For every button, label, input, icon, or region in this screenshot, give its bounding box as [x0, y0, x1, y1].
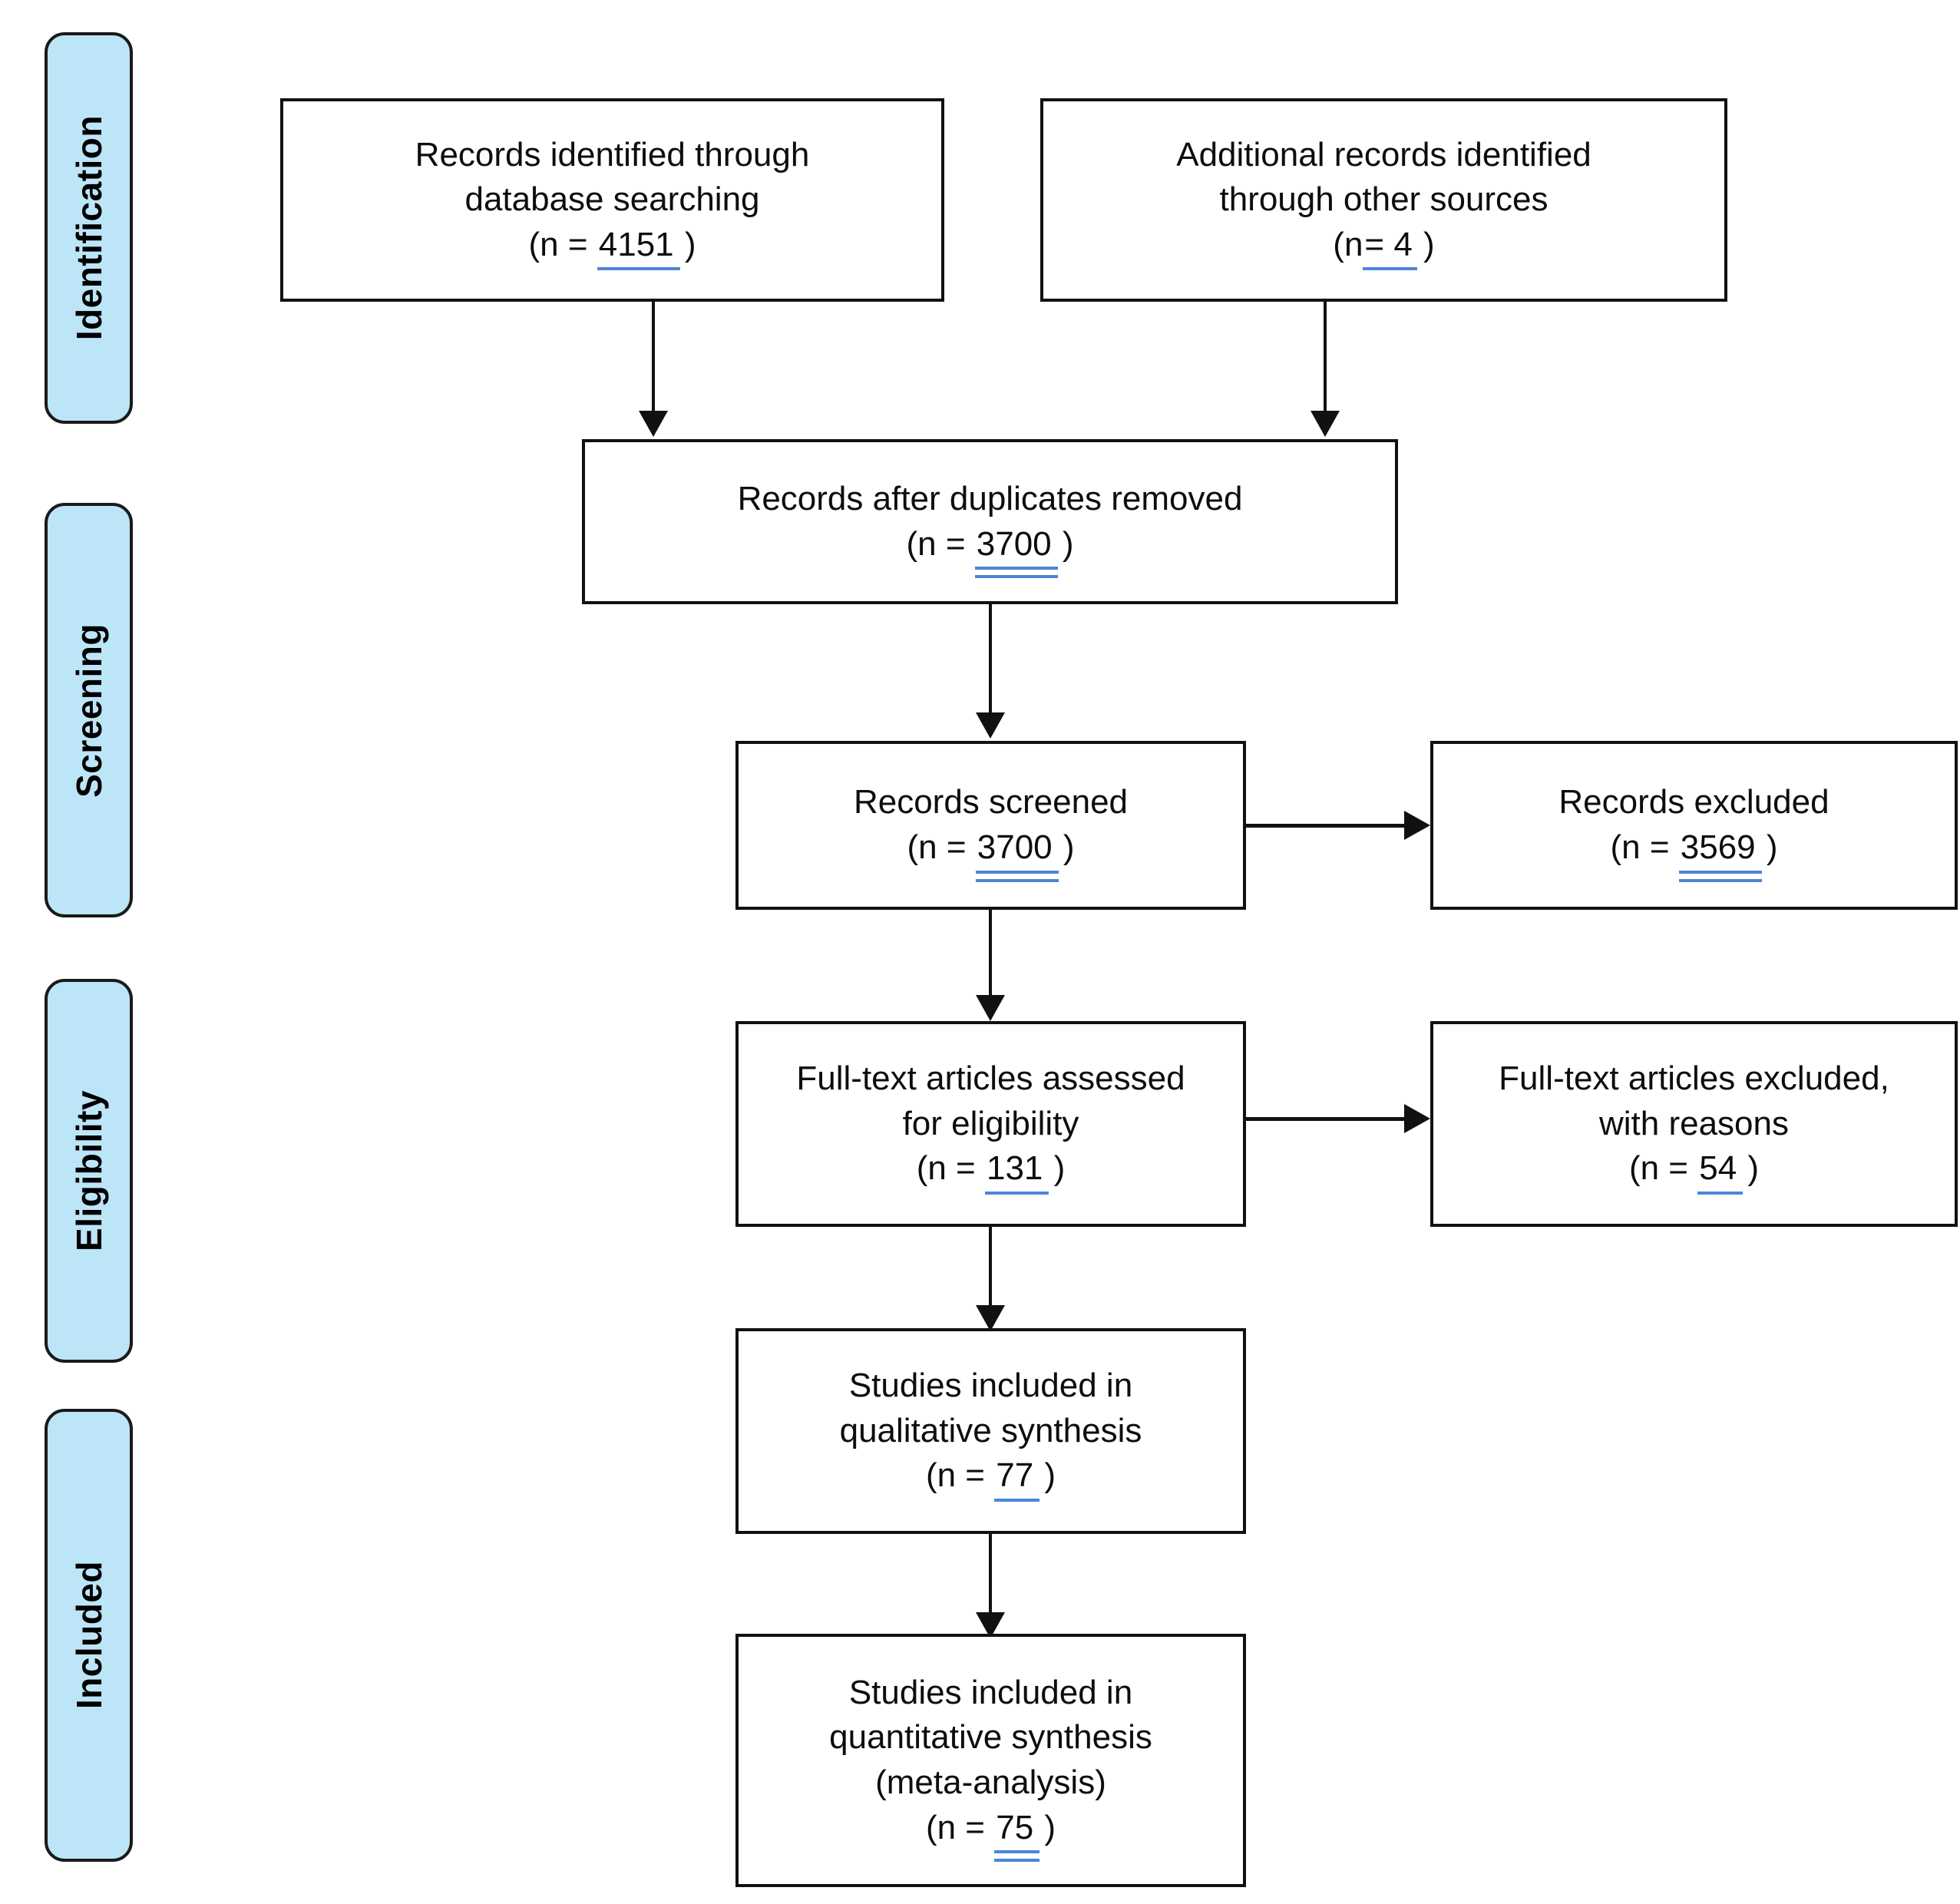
stage-label-eligibility-text: Eligibility — [68, 1090, 109, 1251]
box-excluded-n-suffix: ) — [1757, 828, 1778, 866]
box-duplicates-n-prefix: (n = — [906, 524, 975, 563]
connector-fulltext-to-qualitative — [989, 1227, 992, 1311]
box-fulltext-assessed-count: (n = 131 ) — [916, 1146, 1066, 1195]
box-fulltext-assessed-n-prefix: (n = — [916, 1149, 985, 1188]
box-screened-line1: Records screened — [853, 783, 1129, 821]
connector-qualitative-to-quantitative — [989, 1534, 992, 1618]
box-excluded-n-prefix: (n = — [1610, 828, 1679, 866]
connector-db-search-to-duplicates — [652, 302, 655, 417]
arrowhead-screened-to-excluded — [1404, 811, 1430, 840]
box-fulltext-excluded-n-prefix: (n = — [1628, 1149, 1698, 1188]
box-other-sources-line1: Additional records identified — [1176, 135, 1591, 174]
box-other-sources-n-suffix: ) — [1413, 225, 1435, 263]
box-fulltext-assessed-line2: for eligibility — [902, 1104, 1079, 1142]
connector-other-sources-to-duplicates — [1324, 302, 1327, 417]
box-studies-qualitative-synthesis: Studies included in qualitative synthesi… — [735, 1328, 1246, 1534]
box-records-identified-database: Records identified through database sear… — [280, 98, 944, 302]
box-additional-records-other-sources: Additional records identified through ot… — [1040, 98, 1727, 302]
box-quantitative-count: (n = 75 ) — [925, 1806, 1056, 1862]
stage-label-included-text: Included — [68, 1561, 109, 1710]
arrowhead-fulltext-to-excluded — [1404, 1104, 1430, 1133]
box-excluded-count: (n = 3569 ) — [1610, 825, 1778, 881]
box-other-sources-line2: through other sources — [1219, 180, 1548, 219]
box-quantitative-line2: quantitative synthesis — [829, 1718, 1152, 1757]
box-other-sources-n-prefix: (n — [1333, 225, 1363, 263]
box-quantitative-line3: (meta-analysis) — [875, 1764, 1106, 1801]
arrowhead-db-search-to-duplicates — [639, 411, 668, 437]
box-records-excluded: Records excluded (n = 3569 ) — [1430, 741, 1958, 910]
stage-label-eligibility: Eligibility — [45, 979, 133, 1363]
box-fulltext-excluded-line2: with reasons — [1598, 1104, 1789, 1142]
box-records-screened: Records screened (n = 3700 ) — [735, 741, 1246, 910]
box-qualitative-line2: qualitative synthesis — [839, 1411, 1142, 1449]
arrowhead-duplicates-to-screened — [976, 712, 1005, 739]
box-db-search-n-value: 4151 — [597, 223, 680, 270]
box-qualitative-n-prefix: (n = — [925, 1456, 995, 1495]
connector-screened-to-fulltext — [989, 910, 992, 1000]
box-db-search-line1: Records identified through — [415, 135, 810, 174]
box-db-search-count: (n = 4151 ) — [528, 223, 696, 270]
stage-label-screening: Screening — [45, 503, 133, 917]
box-other-sources-n-value: = 4 — [1363, 223, 1418, 270]
box-screened-n-suffix: ) — [1053, 828, 1075, 866]
box-duplicates-count: (n = 3700 ) — [906, 522, 1074, 578]
arrowhead-screened-to-fulltext — [976, 995, 1005, 1021]
box-fulltext-excluded-line1: Full-text articles excluded, — [1499, 1059, 1889, 1098]
box-quantitative-line1: Studies included in — [848, 1673, 1133, 1711]
box-fulltext-assessed-n-value: 131 — [984, 1146, 1049, 1195]
connector-screened-to-excluded — [1246, 824, 1404, 828]
box-qualitative-n-value: 77 — [994, 1453, 1040, 1502]
box-qualitative-line1: Studies included in — [848, 1367, 1133, 1405]
box-quantitative-n-value: 75 — [994, 1806, 1040, 1862]
arrowhead-fulltext-to-qualitative — [976, 1305, 1005, 1331]
stage-label-identification-text: Identification — [68, 115, 109, 341]
box-duplicates-line1: Records after duplicates removed — [737, 479, 1243, 517]
box-qualitative-n-suffix: ) — [1035, 1456, 1056, 1495]
box-records-after-duplicates-removed: Records after duplicates removed (n = 37… — [582, 439, 1398, 604]
box-fulltext-excluded-n-suffix: ) — [1738, 1149, 1760, 1188]
box-db-search-n-prefix: (n = — [528, 225, 597, 263]
stage-label-identification: Identification — [45, 32, 133, 424]
box-duplicates-n-suffix: ) — [1053, 524, 1074, 563]
box-screened-n-prefix: (n = — [907, 828, 976, 866]
connector-fulltext-to-excluded — [1246, 1117, 1404, 1121]
connector-duplicates-to-screened — [989, 604, 992, 718]
box-db-search-line2: database searching — [464, 180, 760, 219]
box-screened-n-value: 3700 — [975, 825, 1059, 881]
box-fulltext-excluded-n-value: 54 — [1697, 1146, 1744, 1195]
box-screened-count: (n = 3700 ) — [907, 825, 1075, 881]
box-fulltext-articles-excluded: Full-text articles excluded, with reason… — [1430, 1021, 1958, 1227]
box-fulltext-assessed-n-suffix: ) — [1044, 1149, 1066, 1188]
box-fulltext-excluded-count: (n = 54 ) — [1628, 1146, 1760, 1195]
stage-label-screening-text: Screening — [68, 623, 109, 798]
box-excluded-line1: Records excluded — [1558, 783, 1829, 821]
box-fulltext-articles-assessed: Full-text articles assessed for eligibil… — [735, 1021, 1246, 1227]
box-qualitative-count: (n = 77 ) — [925, 1453, 1056, 1502]
box-quantitative-n-prefix: (n = — [925, 1808, 995, 1846]
box-fulltext-assessed-line1: Full-text articles assessed — [796, 1059, 1185, 1098]
stage-label-included: Included — [45, 1409, 133, 1862]
box-quantitative-n-suffix: ) — [1035, 1808, 1056, 1846]
arrowhead-other-sources-to-duplicates — [1311, 411, 1340, 437]
box-studies-quantitative-synthesis: Studies included in quantitative synthes… — [735, 1634, 1246, 1887]
box-other-sources-count: (n= 4 ) — [1333, 223, 1435, 270]
box-duplicates-n-value: 3700 — [974, 522, 1058, 578]
box-excluded-n-value: 3569 — [1678, 825, 1762, 881]
box-db-search-n-suffix: ) — [675, 225, 696, 263]
